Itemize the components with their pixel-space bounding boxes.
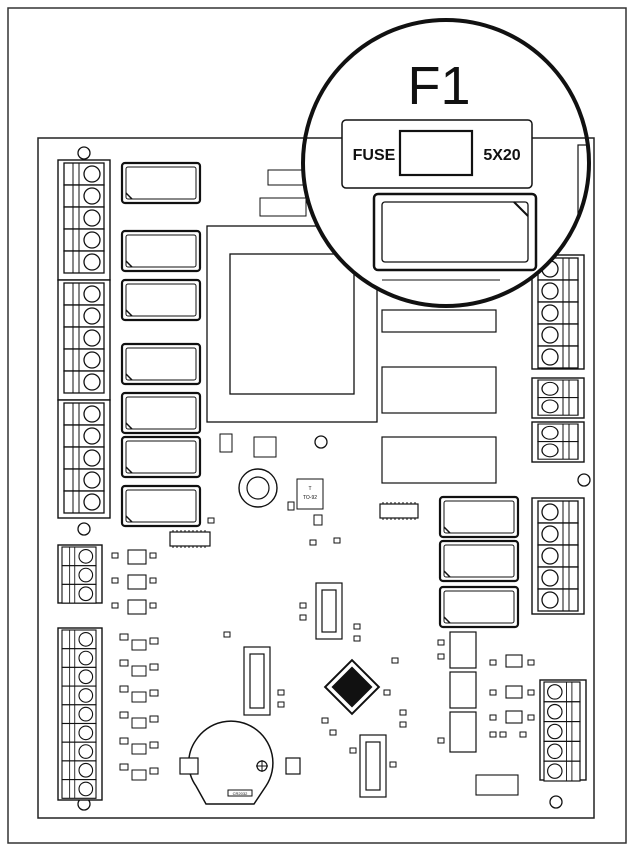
microcontroller (323, 658, 381, 716)
terminal-strip-left-mid (57, 544, 103, 604)
terminal-strip-right-mid2 (531, 421, 585, 463)
right-components (381, 309, 497, 484)
fuse-size-label: 5X20 (483, 147, 520, 164)
fuse-callout: F1 FUSE 5X20 (301, 18, 591, 308)
terminal-strip-right-mid1 (531, 377, 585, 419)
top-small-parts (259, 169, 309, 217)
terminal-strip-right-bottom (539, 679, 587, 782)
terminal-strip-right-lower (531, 497, 585, 615)
mounting-holes (77, 146, 591, 811)
battery-holder (179, 720, 301, 805)
transistors-left (111, 549, 157, 615)
diode-clusters (119, 633, 159, 781)
relay-column-right (438, 495, 520, 629)
callout-title: F1 (407, 56, 470, 116)
buzzer (238, 468, 278, 508)
fuse-label: FUSE (353, 147, 396, 164)
callout-ring (301, 18, 591, 308)
ic-chips (169, 503, 419, 547)
misc-parts (219, 433, 324, 526)
fuse-holder (372, 192, 538, 272)
terminal-strip-left-top (57, 159, 111, 519)
transistors-right (475, 654, 535, 796)
fuse-symbol (398, 129, 474, 177)
connectors-center (243, 582, 477, 798)
chip-label-1: T (308, 486, 311, 492)
chip-label-2: TO-92 (303, 495, 317, 501)
terminal-strip-left-bottom (57, 627, 103, 801)
ic-pins (172, 502, 416, 548)
terminal-strip-right-top (531, 254, 585, 370)
battery-label: CR2032 (233, 791, 248, 796)
